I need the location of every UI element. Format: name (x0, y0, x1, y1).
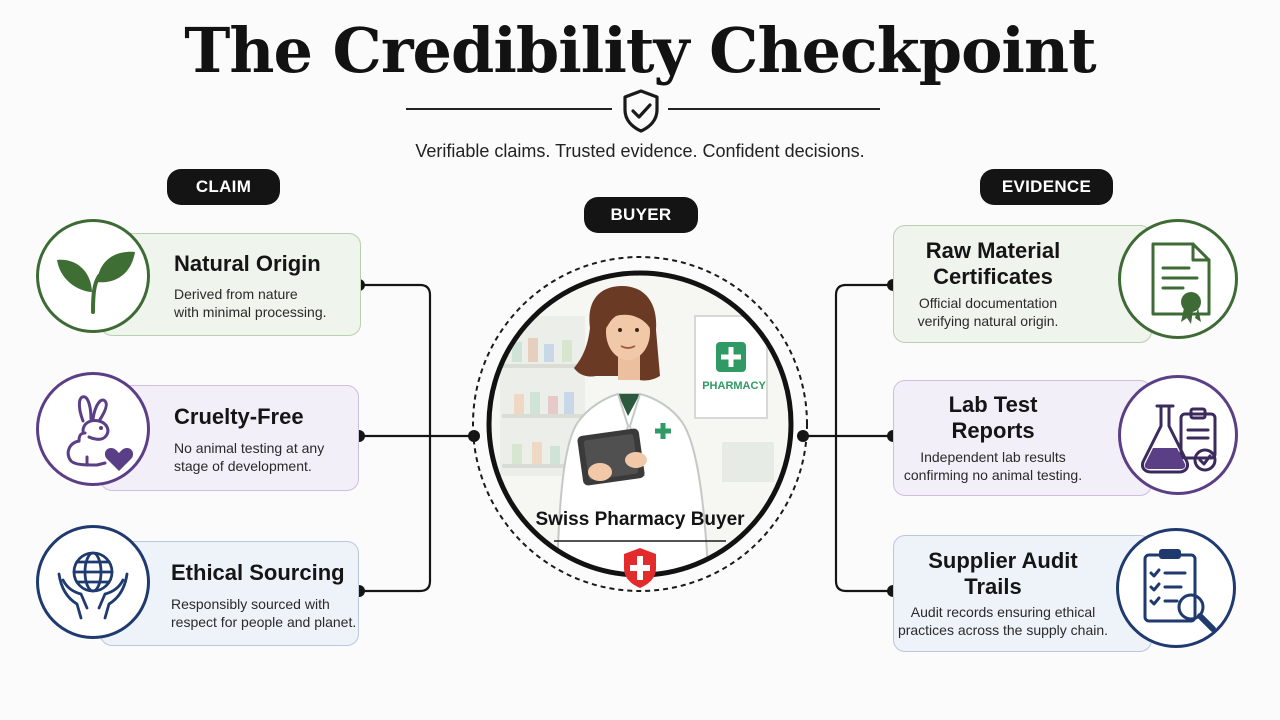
evidence-title: Supplier Audit (928, 548, 1078, 573)
title-rule-right (668, 108, 880, 110)
claim-desc: stage of development. (174, 458, 312, 474)
certificate-icon-circle (1118, 219, 1238, 339)
evidence-desc: practices across the supply chain. (897, 622, 1109, 638)
lab-flask-icon (1141, 404, 1217, 474)
evidence-card-raw-material (893, 225, 1152, 343)
evidence-desc: Independent lab results (920, 449, 1066, 465)
claim-desc: Derived from nature (174, 286, 298, 302)
shield-check-icon (623, 89, 659, 133)
evidence-card-lab-test (893, 380, 1152, 496)
lab-icon-circle (1118, 375, 1238, 495)
page-title: The Credibility Checkpoint (184, 14, 1096, 87)
evidence-title: Raw Material (925, 238, 1061, 263)
evidence-title: Lab Test (948, 392, 1038, 417)
evidence-title: Certificates (933, 264, 1053, 289)
audit-clipboard-icon (1143, 549, 1216, 632)
globe-hands-icon (57, 551, 129, 620)
evidence-title: Trails (964, 574, 1022, 599)
evidence-desc: verifying natural origin. (917, 313, 1059, 329)
evidence-desc: Audit records ensuring ethical (910, 604, 1096, 620)
subtitle: Verifiable claims. Trusted evidence. Con… (415, 141, 865, 161)
pharmacy-sign-label: PHARMACY (702, 380, 766, 392)
evidence-desc: confirming no animal testing. (903, 467, 1083, 483)
buyer-name: Swiss Pharmacy Buyer (535, 509, 745, 530)
claim-desc: respect for people and planet. (171, 614, 357, 630)
evidence-label: EVIDENCE (980, 169, 1113, 205)
audit-icon-circle (1116, 528, 1236, 648)
leaf-icon-circle (36, 219, 150, 333)
claim-desc: No animal testing at any (174, 440, 325, 456)
claim-desc: with minimal processing. (174, 304, 327, 320)
buyer-portrait (472, 256, 808, 592)
evidence-card-supplier-audit (893, 535, 1152, 652)
claim-title: Ethical Sourcing (171, 560, 345, 585)
claim-desc: Responsibly sourced with (171, 596, 330, 612)
leaf-icon (57, 251, 135, 314)
globe-icon-circle (36, 525, 150, 639)
claim-title: Natural Origin (174, 251, 321, 276)
claim-title: Cruelty-Free (174, 404, 304, 429)
evidence-title: Reports (951, 418, 1035, 443)
certificate-icon (1151, 242, 1211, 324)
rabbit-heart-icon (66, 395, 134, 471)
claim-label: CLAIM (167, 169, 280, 205)
rabbit-icon-circle (36, 372, 150, 486)
buyer-label: BUYER (584, 197, 698, 233)
evidence-desc: Official documentation (918, 295, 1058, 311)
title-rule-left (406, 108, 612, 110)
